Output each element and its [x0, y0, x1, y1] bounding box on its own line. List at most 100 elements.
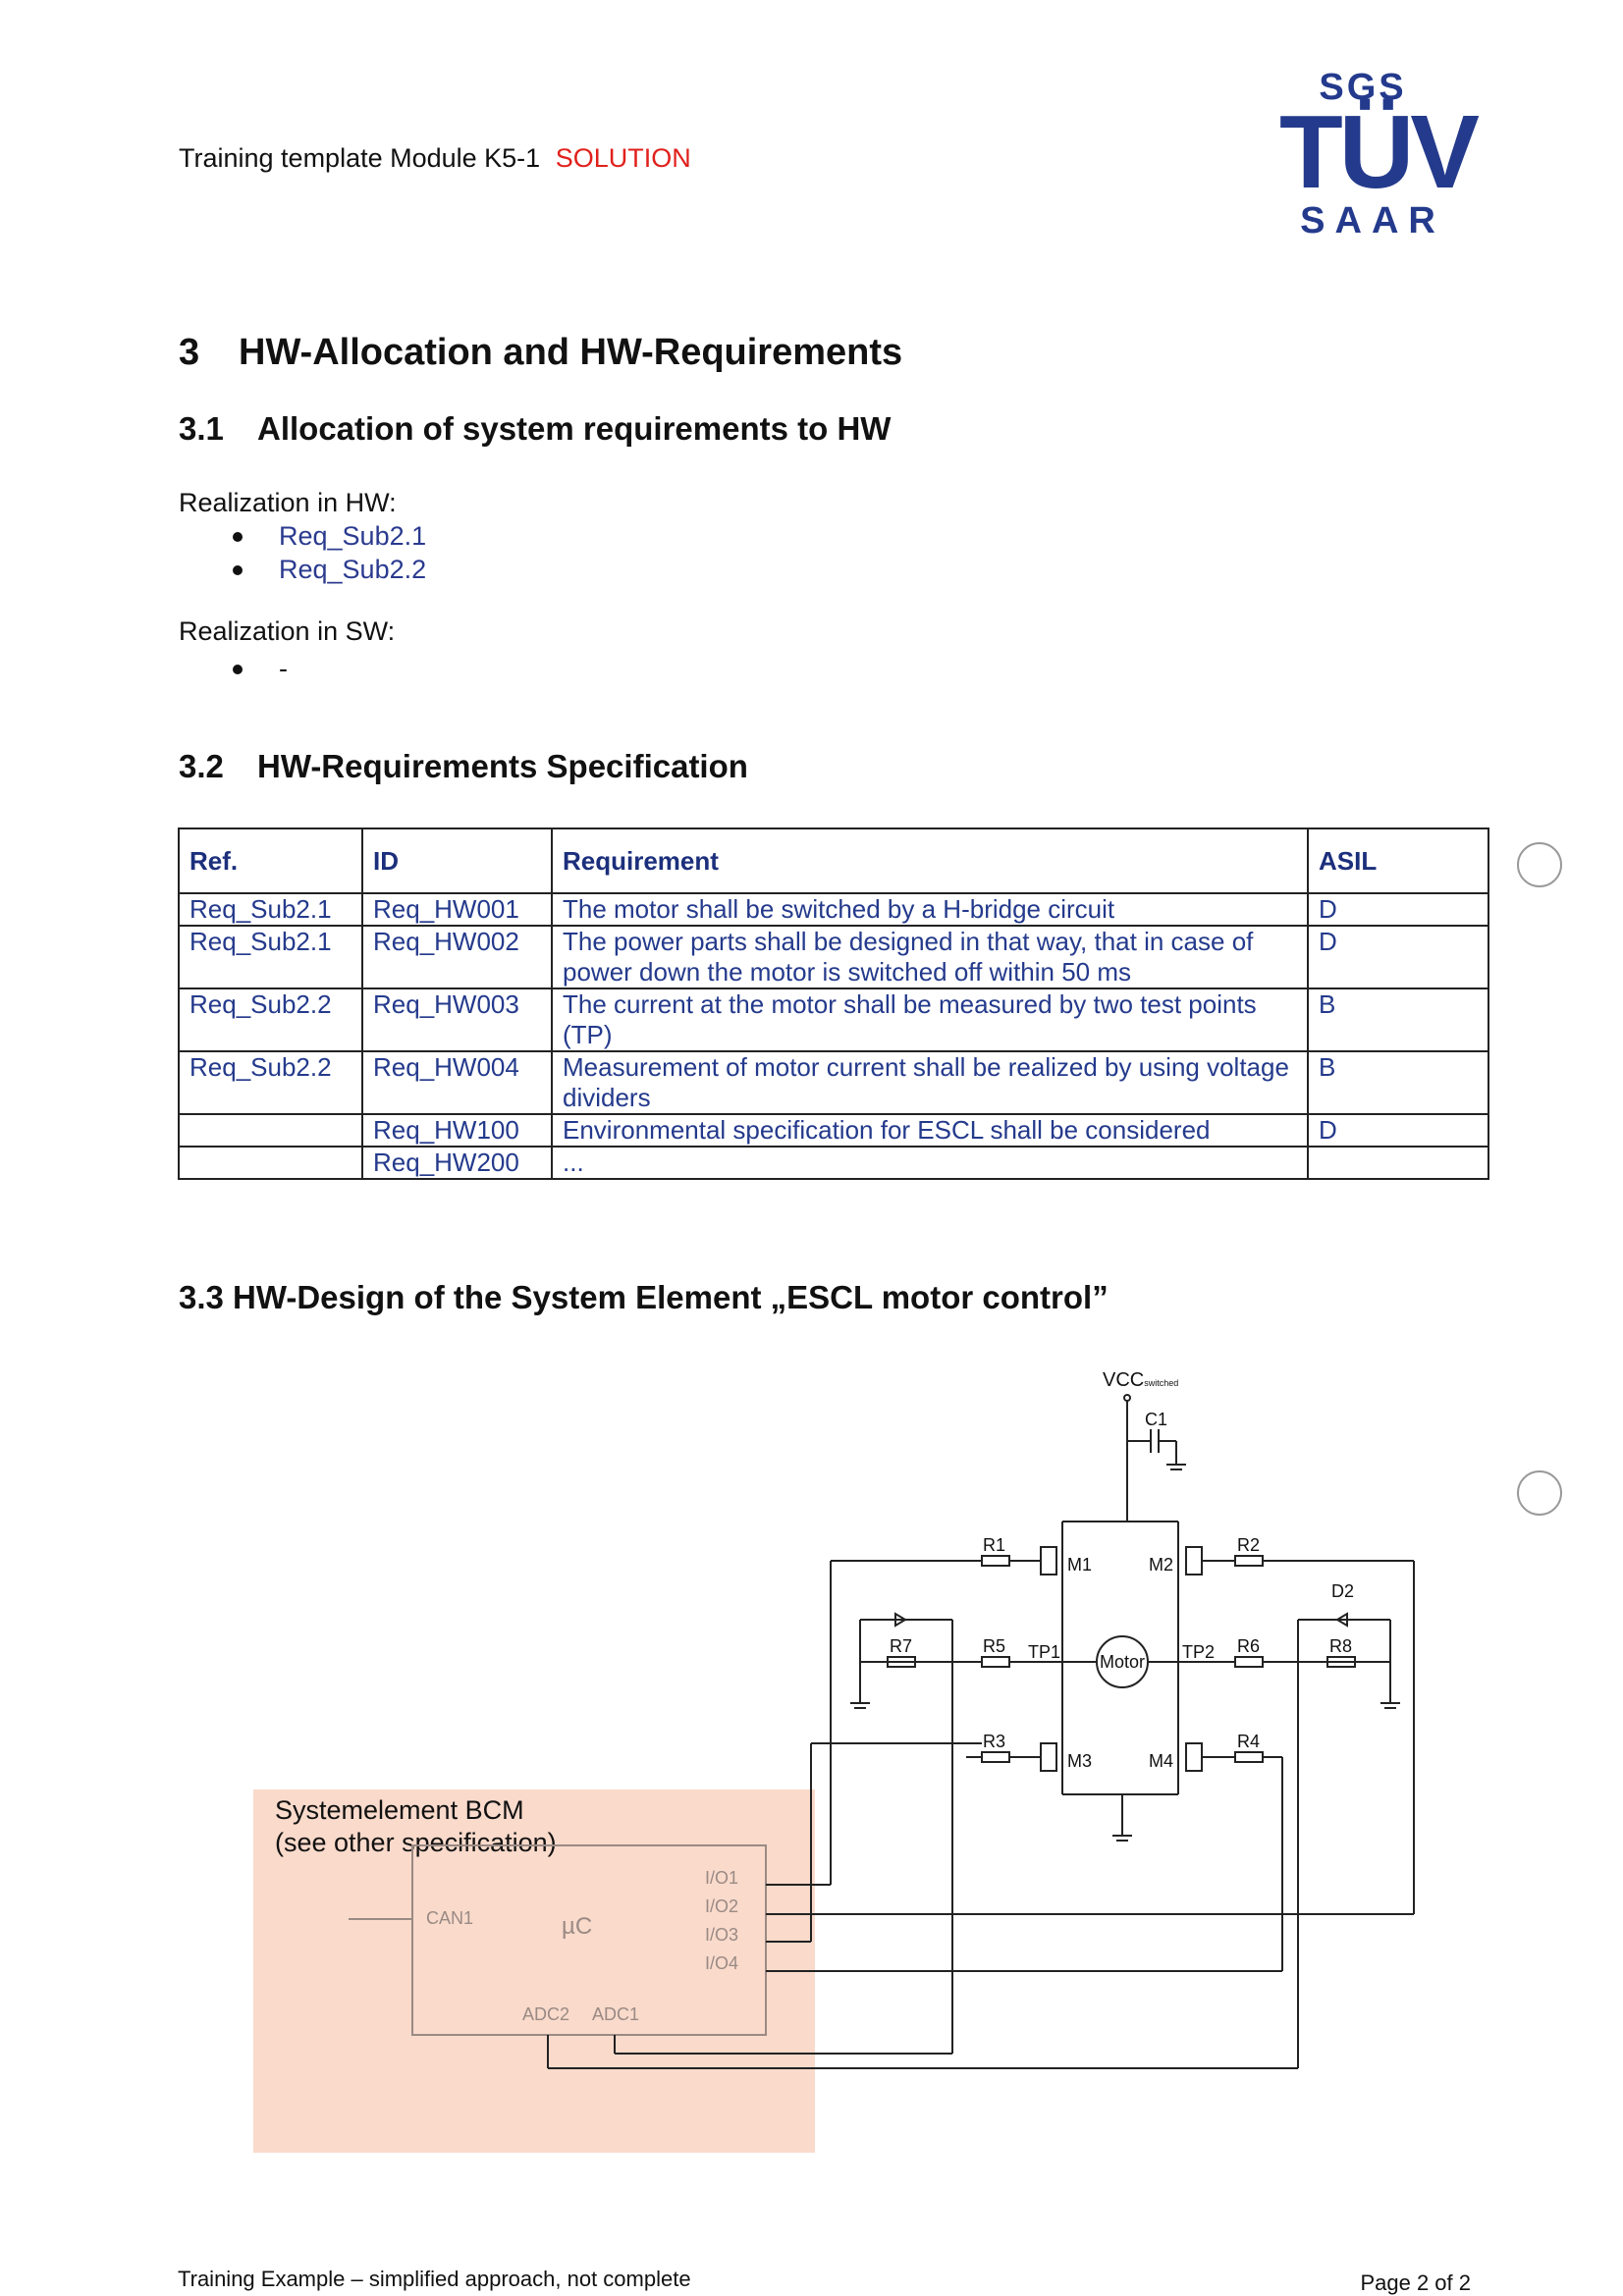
- margin-circle-mark: [1517, 842, 1562, 887]
- list-item-text: -: [279, 654, 288, 683]
- cell-requirement: ...: [551, 1146, 1309, 1180]
- section-3-2-heading: 3.2 HW-Requirements Specification: [179, 748, 748, 785]
- logo-text-middle: TÜV: [1279, 94, 1480, 210]
- cell-ref: [178, 1113, 363, 1148]
- cell-asil: D: [1307, 892, 1489, 927]
- header-title-text: Training template Module K5-1: [179, 143, 541, 173]
- bcm-label-line2: (see other specification): [275, 1828, 557, 1857]
- column-header-id: ID: [361, 828, 553, 894]
- cell-id: Req_HW001: [361, 892, 553, 927]
- resistor-r3: [981, 1751, 1010, 1763]
- table-row: Req_Sub2.1 Req_HW001 The motor shall be …: [178, 892, 1489, 927]
- tp2-label: TP2: [1182, 1642, 1215, 1662]
- section-3-2-number: 3.2: [179, 748, 224, 784]
- header-title: Training template Module K5-1 SOLUTION: [179, 143, 691, 174]
- bullet-icon: [233, 665, 243, 674]
- m2-label: M2: [1149, 1555, 1173, 1575]
- r5-label: R5: [983, 1636, 1005, 1656]
- transistor-m1: [1040, 1546, 1057, 1575]
- realization-sw-label: Realization in SW:: [179, 616, 396, 646]
- bcm-label-line1: Systemelement BCM: [275, 1795, 524, 1825]
- cell-id: Req_HW100: [361, 1113, 553, 1148]
- d2-label: D2: [1331, 1581, 1354, 1601]
- diode-d2: [1335, 1612, 1348, 1628]
- bullet-icon: [233, 532, 243, 542]
- r1-label: R1: [983, 1535, 1005, 1555]
- cell-asil: D: [1307, 1113, 1489, 1148]
- section-3-1-heading: 3.1 Allocation of system requirements to …: [179, 410, 891, 448]
- realization-sw-list: -: [233, 652, 288, 685]
- bcm-label: Systemelement BCM (see other specificati…: [275, 1794, 557, 1859]
- hw-requirements-table: Ref. ID Requirement ASIL Req_Sub2.1 Req_…: [178, 828, 1489, 1180]
- solution-label: SOLUTION: [555, 143, 691, 173]
- cell-ref: Req_Sub2.2: [178, 988, 363, 1052]
- cell-asil: B: [1307, 988, 1489, 1052]
- sgs-tuv-saar-logo: SGS TÜV SAAR: [1279, 57, 1480, 253]
- section-3-title: HW-Allocation and HW-Requirements: [239, 332, 903, 373]
- can1-label: CAN1: [426, 1908, 473, 1928]
- cell-id: Req_HW003: [361, 988, 553, 1052]
- r7-label: R7: [890, 1636, 912, 1656]
- cell-requirement: Measurement of motor current shall be re…: [551, 1050, 1309, 1115]
- adc1-label: ADC1: [592, 2004, 639, 2024]
- list-item: -: [233, 652, 288, 685]
- cell-id: Req_HW002: [361, 925, 553, 989]
- m3-label: M3: [1067, 1751, 1092, 1771]
- r8-label: R8: [1329, 1636, 1352, 1656]
- section-3-1-title: Allocation of system requirements to HW: [257, 410, 892, 447]
- io3-label: I/O3: [705, 1925, 738, 1945]
- uc-box: [411, 1844, 767, 2036]
- column-header-requirement: Requirement: [551, 828, 1309, 894]
- cell-requirement: Environmental specification for ESCL sha…: [551, 1113, 1309, 1148]
- tp1-label: TP1: [1028, 1642, 1060, 1662]
- r2-label: R2: [1237, 1535, 1260, 1555]
- logo-text-top: SGS: [1319, 67, 1407, 108]
- table-header-row: Ref. ID Requirement ASIL: [178, 828, 1489, 894]
- vcc-label: VCCswitched: [1103, 1369, 1178, 1391]
- resistor-r5: [981, 1656, 1010, 1668]
- cell-id: Req_HW004: [361, 1050, 553, 1115]
- resistor-r1: [981, 1555, 1010, 1567]
- cell-asil: D: [1307, 925, 1489, 989]
- r4-label: R4: [1237, 1732, 1260, 1751]
- resistor-r6: [1234, 1656, 1264, 1668]
- vcc-terminal: [1123, 1394, 1131, 1402]
- column-header-asil: ASIL: [1307, 828, 1489, 894]
- table-row: Req_Sub2.2 Req_HW003 The current at the …: [178, 988, 1489, 1052]
- cell-id: Req_HW200: [361, 1146, 553, 1180]
- footer-note: Training Example – simplified approach, …: [178, 2267, 691, 2291]
- bullet-icon: [233, 565, 243, 575]
- section-3-1-number: 3.1: [179, 410, 224, 447]
- diode-d1: [894, 1612, 907, 1628]
- io1-label: I/O1: [705, 1868, 738, 1888]
- list-item: Req_Sub2.1: [233, 519, 427, 553]
- resistor-r4: [1234, 1751, 1264, 1763]
- cell-requirement: The power parts shall be designed in tha…: [551, 925, 1309, 989]
- r3-label: R3: [983, 1732, 1005, 1751]
- motor-label: Motor: [1100, 1652, 1145, 1672]
- table-row: Req_Sub2.2 Req_HW004 Measurement of moto…: [178, 1050, 1489, 1115]
- cell-asil: B: [1307, 1050, 1489, 1115]
- list-item-text: Req_Sub2.2: [279, 555, 427, 584]
- table-row: Req_HW100 Environmental specification fo…: [178, 1113, 1489, 1148]
- cell-ref: Req_Sub2.2: [178, 1050, 363, 1115]
- column-header-ref: Ref.: [178, 828, 363, 894]
- cell-requirement: The motor shall be switched by a H-bridg…: [551, 892, 1309, 927]
- cell-ref: Req_Sub2.1: [178, 892, 363, 927]
- section-3-heading: 3 HW-Allocation and HW-Requirements: [179, 332, 902, 374]
- table-row: Req_Sub2.1 Req_HW002 The power parts sha…: [178, 925, 1489, 989]
- io2-label: I/O2: [705, 1896, 738, 1916]
- cell-asil: [1307, 1146, 1489, 1180]
- section-3-number: 3: [179, 332, 200, 373]
- resistor-r2: [1234, 1555, 1264, 1567]
- margin-circle-mark: [1517, 1470, 1562, 1516]
- bcm-block: [253, 1789, 815, 2153]
- section-3-2-title: HW-Requirements Specification: [257, 748, 748, 784]
- transistor-m3: [1040, 1742, 1057, 1772]
- transistor-m2: [1185, 1546, 1203, 1575]
- c1-label: C1: [1145, 1410, 1167, 1429]
- adc2-label: ADC2: [522, 2004, 569, 2024]
- list-item-text: Req_Sub2.1: [279, 521, 427, 551]
- r6-label: R6: [1237, 1636, 1260, 1656]
- transistor-m4: [1185, 1742, 1203, 1772]
